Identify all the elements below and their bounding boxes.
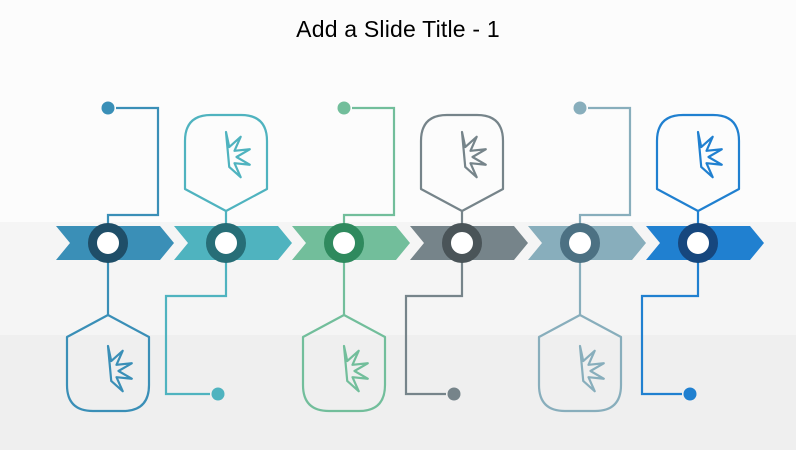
node-ring-step-2[interactable] [206,223,246,263]
page-title[interactable]: Add a Slide Title - 1 [296,16,500,42]
background-band-bottom [0,335,796,450]
shield-star-badge-step-3[interactable] [301,313,387,413]
connector-dot-step-1[interactable] [101,101,115,115]
connector-step-6 [640,261,700,396]
shield-star-badge-step-1[interactable] [65,313,151,413]
shield-star-badge-step-6[interactable] [655,113,741,213]
shield-star-badge-step-2[interactable] [183,113,269,213]
connector-step-4 [404,261,464,396]
node-ring-step-3[interactable] [324,223,364,263]
connector-dot-step-4[interactable] [447,387,461,401]
connector-step-1 [106,106,160,225]
star-icon-step-2 [224,130,251,179]
connector-dot-step-6[interactable] [683,387,697,401]
shield-star-badge-step-5[interactable] [537,313,623,413]
badges-group [65,113,741,413]
chevrons-group [56,226,764,260]
node-ring-step-1[interactable] [88,223,128,263]
node-ring-step-5[interactable] [560,223,600,263]
connector-step-3 [342,106,396,225]
star-icon-step-1 [106,344,133,393]
connector-dot-step-2[interactable] [211,387,225,401]
node-ring-step-4[interactable] [442,223,482,263]
background-band-top [0,0,796,222]
star-icon-step-4 [460,130,487,179]
star-icon-step-3 [342,344,369,393]
connector-step-5 [578,106,632,225]
star-icon-step-5 [578,344,605,393]
connectors-group [101,101,700,401]
connector-step-2 [164,261,228,396]
node-ring-step-6[interactable] [678,223,718,263]
connector-dot-step-5[interactable] [573,101,587,115]
shield-star-badge-step-4[interactable] [419,113,505,213]
nodes-group [88,223,718,263]
connector-dot-step-3[interactable] [337,101,351,115]
star-icon-step-6 [696,130,723,179]
